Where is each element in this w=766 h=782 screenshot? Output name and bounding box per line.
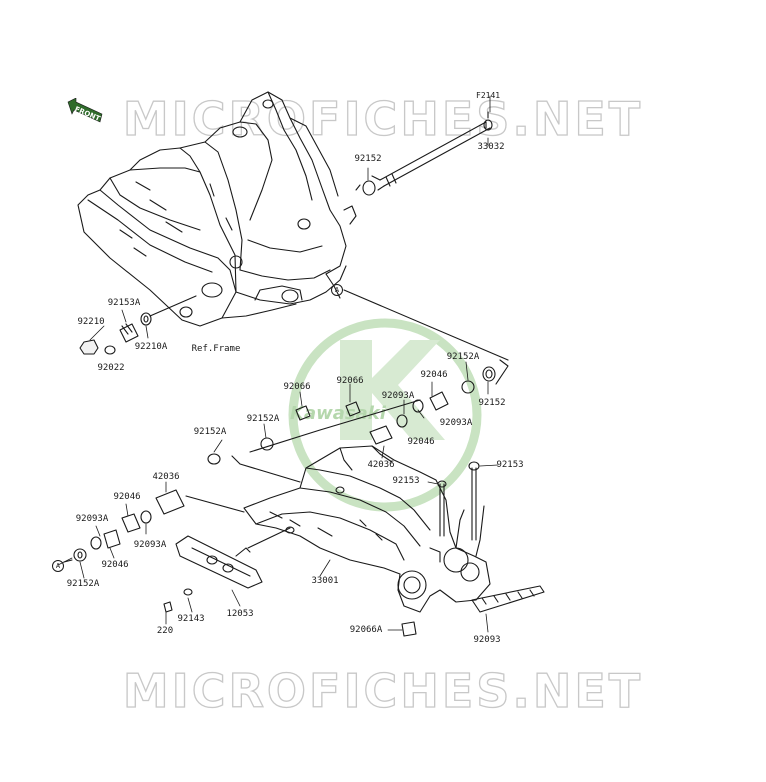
washer-92152-top bbox=[362, 180, 376, 196]
diagram-code: F2141 bbox=[476, 91, 501, 100]
front-arrow-icon bbox=[67, 98, 103, 123]
part-label: 220 bbox=[156, 626, 174, 636]
part-label: 92093A bbox=[439, 418, 473, 428]
part-label: 92093A bbox=[133, 540, 167, 550]
bolt-220 bbox=[163, 601, 173, 613]
part-label: 92152A bbox=[446, 352, 480, 362]
bushing-92066a bbox=[401, 621, 417, 637]
watermark-bottom: MICROFICHES.NET bbox=[122, 663, 644, 718]
chain-guard-12053 bbox=[175, 527, 291, 589]
bolts-92153 bbox=[437, 461, 480, 541]
part-label: 92046 bbox=[407, 437, 435, 447]
frame-outline bbox=[77, 91, 357, 327]
part-label: 92046 bbox=[101, 560, 129, 570]
part-label: 92046 bbox=[113, 492, 141, 502]
part-label: 92152 bbox=[354, 154, 382, 164]
part-label: 92210 bbox=[77, 317, 105, 327]
part-label: 92152A bbox=[246, 414, 280, 424]
part-label: 92153A bbox=[107, 298, 141, 308]
part-label: 92066 bbox=[283, 382, 311, 392]
part-label: 33001 bbox=[311, 576, 339, 586]
leader-line-a bbox=[343, 289, 509, 361]
part-label: 92210A bbox=[134, 342, 168, 352]
pivot-shaft-33032 bbox=[371, 111, 493, 191]
washer-92143 bbox=[183, 588, 193, 596]
part-label: 33032 bbox=[477, 142, 505, 152]
part-label: 92153 bbox=[392, 476, 420, 486]
ref-frame-label: Ref.Frame bbox=[191, 344, 241, 354]
part-label: 92093A bbox=[75, 514, 109, 524]
part-label: 42036 bbox=[367, 460, 395, 470]
part-label: 12053 bbox=[226, 609, 254, 619]
chain-guide-92093 bbox=[471, 585, 545, 613]
kawasaki-logo-text: Kawasaki bbox=[290, 403, 386, 424]
part-label: 42036 bbox=[152, 472, 180, 482]
part-label: 92152 bbox=[478, 398, 506, 408]
upper-bearings bbox=[207, 359, 509, 483]
left-hardware bbox=[79, 295, 197, 355]
lower-left-bearings bbox=[63, 489, 245, 563]
part-label: 92066 bbox=[336, 376, 364, 386]
part-label: 92046 bbox=[420, 370, 448, 380]
part-label: 92093A bbox=[381, 391, 415, 401]
part-label: 92022 bbox=[97, 363, 125, 373]
reference-a-marker: A bbox=[331, 284, 343, 296]
part-label: 92143 bbox=[177, 614, 205, 624]
part-label: 92152A bbox=[193, 427, 227, 437]
part-label: 92152A bbox=[66, 579, 100, 589]
part-label: 92153 bbox=[496, 460, 524, 470]
part-label: 92093 bbox=[473, 635, 501, 645]
part-label: 92066A bbox=[349, 625, 383, 635]
reference-a-marker: A bbox=[52, 560, 64, 572]
watermark-top: MICROFICHES.NET bbox=[122, 91, 644, 146]
swingarm-33001 bbox=[243, 445, 491, 613]
